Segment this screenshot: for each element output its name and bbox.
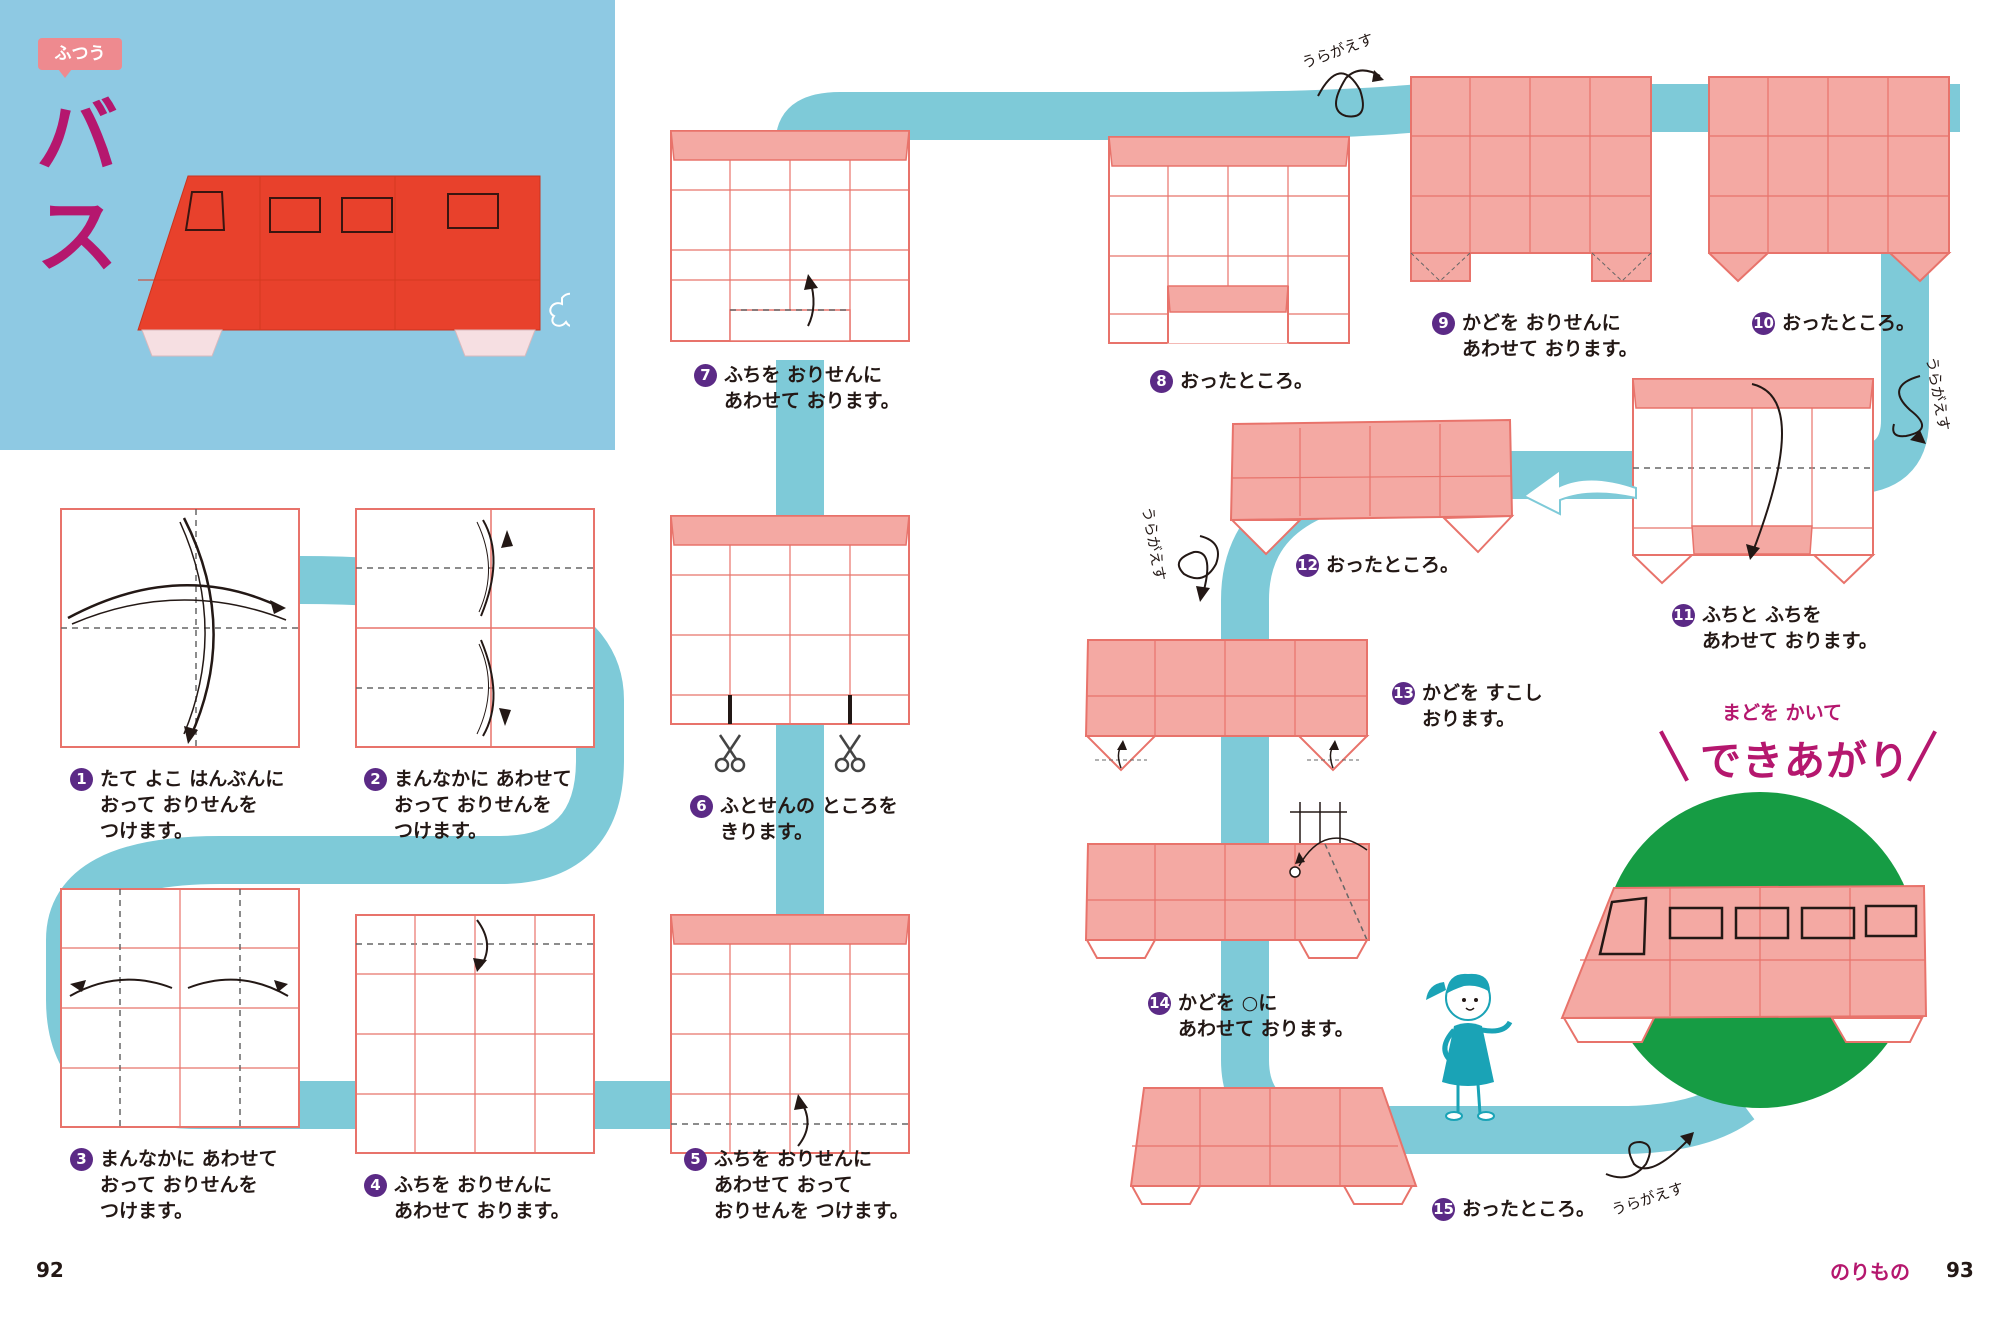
step-7-diagram	[670, 130, 910, 345]
step-8-diagram	[1108, 136, 1353, 351]
step-12-diagram	[1230, 418, 1520, 563]
step-11-diagram	[1632, 378, 1877, 593]
finished-bus	[1560, 792, 1928, 1108]
section-title: のりもの	[1830, 1260, 1910, 1284]
page-number-right: 93	[1946, 1258, 1974, 1282]
step-9-diagram	[1410, 76, 1655, 286]
scissors-icon	[834, 734, 866, 773]
step-15-diagram	[1130, 1086, 1425, 1226]
scissors-icon	[714, 734, 746, 773]
girl-illustration	[1426, 973, 1513, 1121]
page-number-left: 92	[36, 1258, 64, 1282]
step-14-diagram	[1085, 800, 1380, 980]
next-step-arrow-icon	[1522, 468, 1637, 516]
hero-title: バス	[36, 90, 119, 285]
turn-over-arrow-icon	[1177, 535, 1219, 602]
step-13-diagram	[1085, 636, 1375, 776]
finish-title: できあがり	[1700, 737, 1910, 785]
difficulty-tag: ふつう	[38, 38, 122, 78]
hero-photo-panel: ふつう バス	[0, 0, 615, 450]
step-2-diagram	[355, 508, 595, 748]
finish-subtitle: まどを かいて	[1722, 702, 1843, 724]
step-3-diagram	[60, 888, 300, 1128]
hero-bus-illustration	[137, 175, 570, 357]
step-4-diagram	[355, 914, 595, 1154]
step-6-diagram	[670, 515, 910, 773]
turn-over-arrow-icon	[1317, 69, 1384, 118]
turn-over-arrow-icon	[1605, 1132, 1694, 1179]
turn-over-arrow-icon	[1892, 375, 1926, 444]
step-10-diagram	[1708, 76, 1953, 286]
step-5-diagram	[670, 914, 910, 1154]
step-1-diagram	[60, 508, 300, 748]
